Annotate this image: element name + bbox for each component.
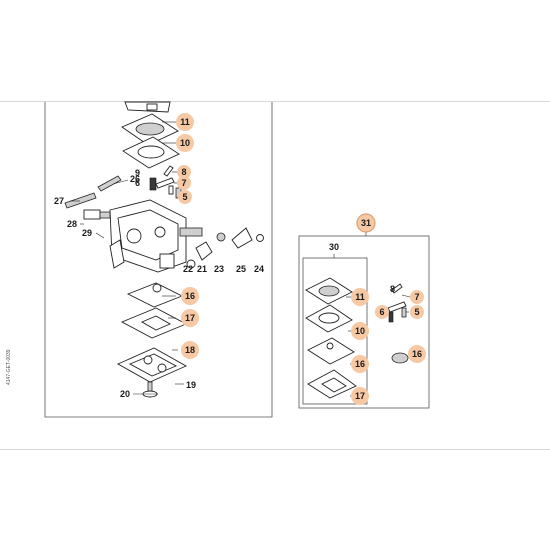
callout-16: 16 [185, 291, 195, 301]
kit-callout-16b: 16 [412, 349, 422, 359]
label-24: 24 [254, 264, 264, 274]
label-23: 23 [214, 264, 224, 274]
label-25: 25 [236, 264, 246, 274]
label-6: 6 [135, 178, 140, 188]
kit-valve-disc [391, 352, 409, 364]
label-29: 29 [82, 228, 92, 238]
label-26: 26 [130, 174, 140, 184]
callout-badges-kit [351, 213, 426, 405]
adjusting-screws [64, 175, 122, 209]
callout-17: 17 [185, 313, 195, 323]
document-code: 4147-GET-0039 [6, 349, 12, 385]
cover-screw [142, 381, 158, 398]
label-22: 22 [183, 264, 193, 274]
left-panel-frame [44, 102, 273, 418]
label-20: 20 [120, 389, 130, 399]
kit-callout-7: 7 [414, 292, 419, 302]
callout-5: 5 [182, 192, 187, 202]
kit-gasket [305, 304, 353, 333]
kit-pump-gasket [307, 369, 357, 399]
callout-badges-left [176, 113, 199, 359]
leader-lines-left [70, 121, 184, 395]
gasket [122, 136, 180, 169]
top-separator [0, 101, 550, 102]
label-28: 28 [67, 219, 77, 229]
kit-label-8: 8 [390, 284, 395, 294]
kit-diaphragm [305, 277, 353, 305]
kit-callout-11: 11 [355, 292, 365, 302]
pump-diaphragm [126, 282, 184, 308]
throttle-parts [186, 227, 264, 269]
carburetor-body [109, 199, 203, 273]
label-19: 19 [186, 380, 196, 390]
callout-11: 11 [180, 117, 190, 127]
kit-callout-5: 5 [414, 307, 419, 317]
needle-and-lever [149, 165, 182, 199]
kit-callout-6: 6 [379, 307, 384, 317]
callout-8: 8 [181, 167, 186, 177]
label-21: 21 [197, 264, 207, 274]
kit-needle-parts [387, 283, 407, 323]
kit-label-30: 30 [329, 242, 339, 252]
callout-10: 10 [180, 138, 190, 148]
metering-diaphragm [121, 113, 179, 146]
end-cover [116, 347, 188, 383]
bottom-separator [0, 449, 550, 450]
carburetor-cover [124, 101, 171, 113]
kit-callout-16a: 16 [355, 359, 365, 369]
kit-frame [298, 235, 430, 409]
idle-screw-spring [83, 209, 111, 220]
label-27: 27 [54, 196, 64, 206]
callout-7: 7 [181, 178, 186, 188]
pump-gasket [120, 307, 188, 339]
callout-18: 18 [185, 345, 195, 355]
kit-callout-31: 31 [361, 218, 371, 228]
kit-pump-diaphragm [307, 337, 355, 365]
label-9: 9 [135, 168, 140, 178]
kit-callout-10: 10 [355, 326, 365, 336]
kit-callout-17: 17 [355, 391, 365, 401]
